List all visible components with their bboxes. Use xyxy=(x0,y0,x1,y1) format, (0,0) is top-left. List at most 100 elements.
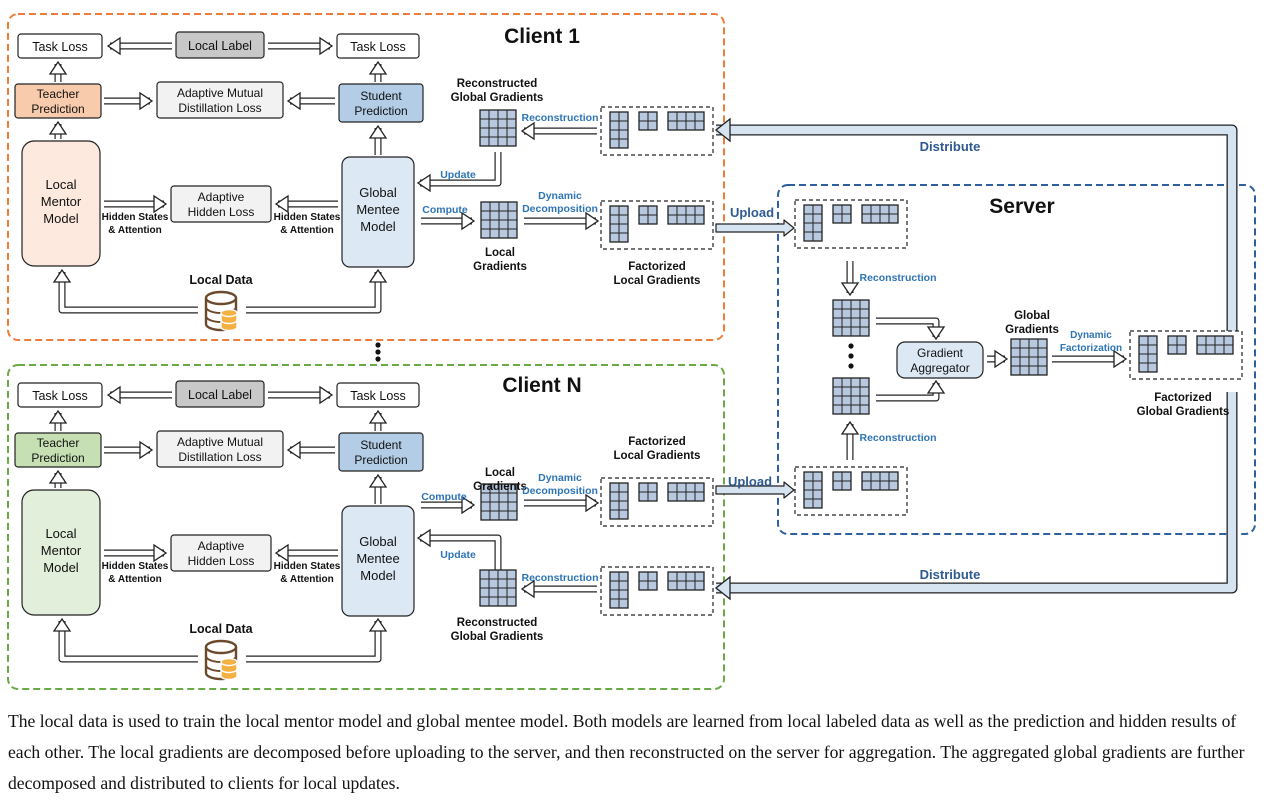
clientN-mentee-up-arrow-head xyxy=(368,473,388,488)
clients-ellipsis-dot xyxy=(375,349,381,355)
client1-update-arrow-head xyxy=(416,173,431,193)
client1-data-to-mentor-arrow-head xyxy=(52,268,72,283)
figure-caption: The local data is used to train the loca… xyxy=(8,711,1245,793)
clientN-reconstruction-arrow-head xyxy=(520,579,535,599)
gradient-aggregator-box xyxy=(896,341,984,379)
clientN-region xyxy=(7,364,725,690)
client1-reconstructed-label: Global Gradients xyxy=(451,92,544,104)
clientN-data-to-mentor-arrow-core xyxy=(59,621,198,662)
client1-local-mentor-label: Model xyxy=(43,211,79,226)
server-top-to-aggregator-arrow-head xyxy=(926,326,946,341)
clientN-mentor-to-hidden-arrow-head xyxy=(153,543,168,563)
clientN-student-to-mutual-arrow-head xyxy=(286,440,301,460)
clientN-teacher-to-mutual-arrow-head xyxy=(139,440,154,460)
clientN-label-to-taskloss-left-arrow-head xyxy=(106,385,121,405)
client1-data-to-mentor-arrow-core xyxy=(59,272,198,313)
clientN-local-label-box xyxy=(175,380,265,408)
client1-local-data-icon-overlay-top xyxy=(220,308,238,318)
clientN-decomposition-arrow-head xyxy=(585,493,600,513)
clientN-hidden-states-left: & Attention xyxy=(108,574,162,585)
clientN-task-loss-left-box xyxy=(17,382,103,408)
client1-title: Client 1 xyxy=(504,25,580,48)
client1-decomposition-arrow-head xyxy=(585,211,600,231)
server-ellipsis-dot xyxy=(848,343,854,349)
clientN-compute-label: Compute xyxy=(421,491,467,503)
clientN-global-mentee-label: Model xyxy=(360,568,396,583)
client1-label-to-taskloss-left-arrow-head xyxy=(106,36,121,56)
clientN-adaptive-hidden-label: Hidden Loss xyxy=(188,554,255,568)
clientN-reconstruction-label: Reconstruction xyxy=(521,572,598,584)
server-reconstruction-bottom-arrow-head xyxy=(840,420,860,435)
client1-decomposition-label: Dynamic xyxy=(538,190,582,202)
aggregator-to-global-arrow-head xyxy=(994,349,1009,369)
client1-student-prediction-label: Student xyxy=(360,89,402,103)
client1-global-mentee-label: Mentee xyxy=(356,202,399,217)
client1-adaptive-hidden-label: Adaptive xyxy=(198,190,245,204)
client1-mentee-up-arrow-head xyxy=(368,124,388,139)
clientN-adaptive-hidden-label: Adaptive xyxy=(198,539,245,553)
distribute-top-arrow-outline xyxy=(716,124,1238,336)
clientN-data-to-mentee-arrow-head xyxy=(368,617,388,632)
client1-student-prediction-box xyxy=(338,83,424,123)
client1-local-label-box xyxy=(175,31,265,59)
clientN-local-gradients-label: Gradients xyxy=(473,481,527,493)
client1-compute-label: Compute xyxy=(422,204,468,216)
clientN-global-mentee-label: Global xyxy=(359,534,397,549)
server-region xyxy=(777,184,1256,535)
clientN-reconstructed-label: Global Gradients xyxy=(451,631,544,643)
server-bottom-to-aggregator-arrow-core xyxy=(876,383,939,401)
client1-update-label: Update xyxy=(440,169,476,181)
client1-compute-arrow-head xyxy=(461,211,476,231)
clientN-student-prediction-label: Student xyxy=(360,438,402,452)
clients-ellipsis-dot xyxy=(375,356,381,362)
client1-student-prediction-label: Prediction xyxy=(354,104,407,118)
clientN-adaptive-mutual-label: Adaptive Mutual xyxy=(177,435,263,449)
client1-task-loss-right-box xyxy=(336,33,420,59)
client1-task-loss-left-label: Task Loss xyxy=(32,40,88,54)
clientN-global-mentee-box xyxy=(341,505,415,617)
client1-reconstruction-arrow-head xyxy=(520,121,535,141)
server-factorization-label: Dynamic xyxy=(1070,330,1112,341)
clientN-data-to-mentor-arrow-outline xyxy=(58,621,198,663)
client1-task-loss-right-label: Task Loss xyxy=(350,40,406,54)
server-global-gradients-label: Global xyxy=(1014,310,1050,322)
client1-factorized-label: Local Gradients xyxy=(614,275,701,287)
clientN-student-prediction-label: Prediction xyxy=(354,453,407,467)
client1-hidden-states-left: & Attention xyxy=(108,225,162,236)
client1-factorized-label: Factorized xyxy=(628,261,686,273)
clientN-global-mentee-label: Mentee xyxy=(356,551,399,566)
clientN-decomposition-label: Decomposition xyxy=(522,485,598,497)
clientN-mentee-to-hidden-arrow-head xyxy=(274,543,289,563)
client1-local-data-icon-top xyxy=(204,290,238,306)
clientN-data-to-mentor-arrow-head xyxy=(52,617,72,632)
upload-bottom-arrow xyxy=(715,481,795,499)
server-ellipsis-dot xyxy=(848,353,854,359)
clientN-title: Client N xyxy=(502,374,581,397)
clientN-task-loss-right-label: Task Loss xyxy=(350,389,406,403)
clientN-teacher-up-arrow-head xyxy=(48,409,68,424)
client1-data-to-mentor-arrow-outline xyxy=(58,272,198,314)
clientN-data-to-mentee-arrow-core xyxy=(246,621,381,662)
client1-global-mentee-label: Global xyxy=(359,185,397,200)
clients-ellipsis-dot xyxy=(375,342,381,348)
clientN-local-data-icon-top xyxy=(204,639,238,655)
server-reconstruction-bottom-label: Reconstruction xyxy=(859,432,936,444)
client1-student-up-arrow-head xyxy=(368,60,388,75)
client1-data-to-mentee-arrow-outline xyxy=(246,272,382,314)
client1-decomposition-label: Decomposition xyxy=(522,203,598,215)
server-reconstruction-top-arrow-head xyxy=(840,282,860,297)
clientN-decomposition-label: Dynamic xyxy=(538,472,582,484)
clientN-local-data-icon-overlay-ring xyxy=(220,668,238,674)
upload-bottom-label: Upload xyxy=(728,474,772,489)
server-global-gradients-label: Gradients xyxy=(1005,324,1059,336)
distribute-top-arrow-head xyxy=(714,117,731,143)
client1-local-label-text: Local Label xyxy=(188,39,252,53)
distribute-bottom-label: Distribute xyxy=(920,567,981,582)
client1-local-data-label: Local Data xyxy=(189,273,253,287)
clientN-local-data-label: Local Data xyxy=(189,622,253,636)
clientN-factorized-label: Local Gradients xyxy=(614,450,701,462)
client1-hidden-states-left: Hidden States xyxy=(102,212,169,223)
clientN-compute-arrow-head xyxy=(461,495,476,515)
client1-mentee-to-hidden-arrow-head xyxy=(274,194,289,214)
